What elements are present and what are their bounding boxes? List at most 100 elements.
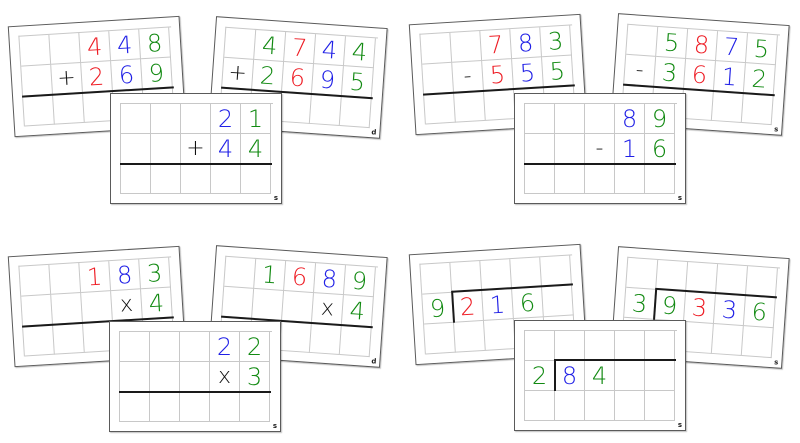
grid-cell: 3 (139, 257, 171, 290)
grid-cell: 9 (343, 265, 376, 298)
grid-cell (181, 164, 211, 194)
grid-cell (281, 290, 314, 324)
grid-cell: 7 (715, 31, 748, 64)
grid-cell (555, 134, 585, 164)
grid-cell: 4 (343, 36, 376, 69)
grid-cell (339, 96, 372, 129)
grid-cell: 8 (313, 263, 346, 296)
grid-cell: 5 (341, 66, 374, 99)
grid-cell (51, 292, 83, 325)
grid-cell (309, 323, 342, 356)
grid-cell (23, 94, 55, 127)
grid-cell: - (585, 134, 615, 164)
grid-cell (151, 164, 181, 194)
grid-cell: 9 (141, 57, 173, 90)
grid-cell (615, 331, 645, 361)
grid-cell: 2 (81, 61, 113, 93)
grid-cell (615, 361, 645, 391)
grid-cell (585, 331, 615, 361)
grid-cell (645, 164, 675, 194)
grid-cell: x (210, 362, 240, 392)
grid-cell (279, 320, 312, 353)
grid-cell: 6 (645, 134, 675, 164)
grid-cell: 7 (480, 29, 513, 61)
grid-cell (150, 362, 180, 392)
grid-cell: 1 (79, 261, 112, 293)
grid-cell (21, 64, 54, 97)
grid-cell (120, 362, 150, 392)
grid-cell: 3 (540, 25, 572, 58)
card-level-label: s (273, 194, 278, 202)
card-level-label: d (371, 357, 377, 366)
grid-cell: 1 (482, 289, 514, 321)
grid-cell (542, 285, 574, 318)
card-level-label: s (773, 125, 779, 134)
grid-cell (279, 91, 312, 124)
grid-cell (150, 392, 180, 422)
grid-cell: + (222, 57, 255, 90)
grid-cell: 2 (210, 332, 240, 362)
grid-cell: + (181, 134, 211, 164)
grid-cell: 9 (645, 104, 675, 134)
card-level-label: s (677, 194, 682, 202)
grid-cell (745, 266, 778, 299)
grid-cell: 4 (241, 134, 271, 164)
grid-cell (483, 319, 516, 351)
grid-cell: 6 (284, 261, 317, 294)
grid-cell (49, 32, 82, 65)
grid-cell: 5 (745, 33, 778, 66)
grid-cell: 7 (284, 32, 317, 65)
grid-cell: 4 (585, 361, 615, 391)
answer-line (119, 391, 271, 393)
grid-cell: 3 (683, 291, 716, 325)
grid-cell (645, 331, 675, 361)
grid-cell: 1 (713, 61, 746, 94)
grid-cell (121, 164, 151, 194)
grid-cell (483, 89, 516, 121)
division-bracket-side (554, 359, 556, 391)
grid-cell (181, 104, 211, 134)
grid-cell: 8 (510, 27, 543, 60)
grid-cell: x (311, 293, 344, 326)
grid-cell (422, 62, 455, 95)
grid-cell (711, 91, 744, 124)
grid-cell (23, 324, 55, 357)
grid-cell (53, 92, 85, 125)
grid-cell (222, 286, 255, 319)
grid-cell (309, 94, 342, 127)
grid-cell (241, 164, 271, 194)
grid-cell (525, 331, 555, 361)
grid-cell: 4 (141, 287, 173, 320)
grid-cell (21, 294, 54, 327)
grid-cell: 1 (241, 104, 271, 134)
grid-cell: 1 (254, 258, 287, 291)
grid-cell (681, 88, 714, 121)
grid-cell: 3 (654, 56, 687, 89)
grid-cell (626, 24, 659, 57)
grid-cell: 5 (542, 55, 574, 88)
grid-cell (645, 361, 675, 391)
card-level-label: d (371, 128, 377, 137)
grid-cell (180, 332, 210, 362)
grid-cell: 4 (341, 295, 374, 328)
grid-cell (151, 134, 181, 164)
grid-cell: 5 (656, 26, 689, 59)
grid-cell (151, 104, 181, 134)
grid-cell: 2 (525, 361, 555, 391)
grid-cell (741, 93, 774, 126)
grid-cell (120, 392, 150, 422)
grid-cell (686, 262, 719, 295)
grid-cell (525, 104, 555, 134)
grid-cell (711, 324, 744, 357)
grid-cell: 6 (111, 59, 143, 92)
grid-cell: - (452, 60, 484, 93)
grid-cell (121, 134, 151, 164)
grid-cell: 1 (615, 134, 645, 164)
card-level-label: s (272, 422, 277, 430)
